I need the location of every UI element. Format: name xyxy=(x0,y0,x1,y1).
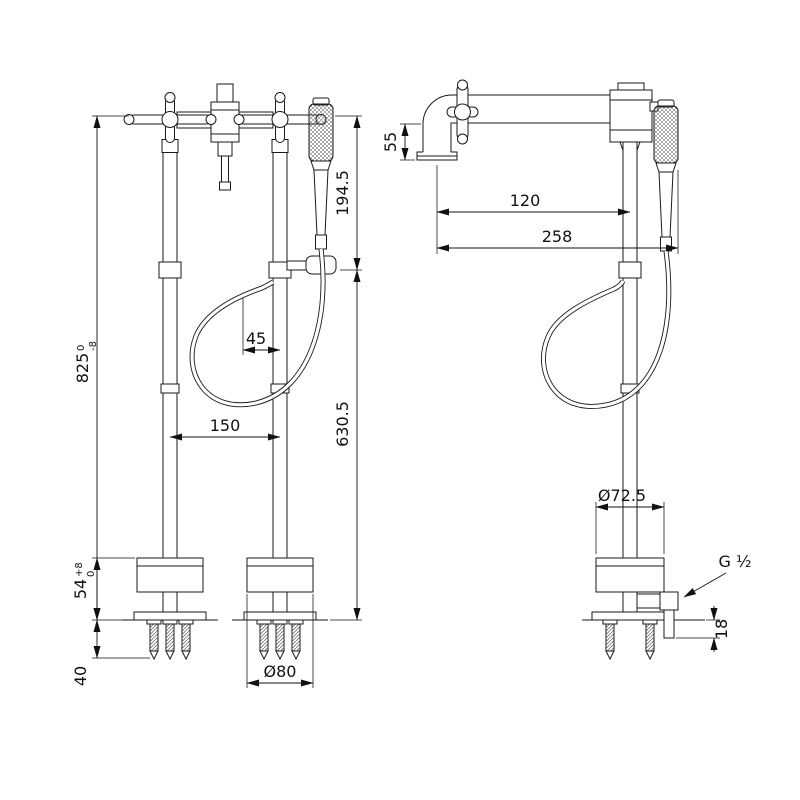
dim-overall-depth: 258 xyxy=(436,170,679,254)
inlet-duct xyxy=(636,593,664,609)
spout-inner-edge xyxy=(450,122,610,152)
dim-base-diameter-front: Ø80 xyxy=(246,594,314,688)
dim-floor-protrusion: 18 xyxy=(676,606,731,652)
dim-spout-drop: 55 xyxy=(381,123,421,161)
side-spout xyxy=(416,94,610,161)
left-handle xyxy=(123,92,217,153)
handshower-front xyxy=(308,97,334,250)
dim-tol-upper: +8 xyxy=(74,562,85,577)
dimensions: 825 0 -8 54 +8 0 40 xyxy=(71,115,752,688)
dim-value: 630.5 xyxy=(333,401,352,447)
spout-tube xyxy=(221,155,229,183)
dim-value: 55 xyxy=(381,132,400,152)
dim-riser-spacing: 150 xyxy=(169,416,281,441)
handshower-holder xyxy=(286,255,337,275)
pipe-coupling xyxy=(618,261,642,279)
dim-anchor-depth-label: 40 xyxy=(71,666,90,686)
pipe-mid xyxy=(272,277,288,385)
dim-upper-section: 194.5 xyxy=(333,115,362,271)
side-base xyxy=(582,557,705,639)
dim-value: 40 xyxy=(71,666,90,686)
pipe-upper xyxy=(622,141,638,263)
dim-spout-reach-label: 120 xyxy=(510,191,541,210)
spout-nozzle xyxy=(219,181,231,191)
dim-base-cover-height-label: 54 +8 0 xyxy=(71,562,97,599)
dim-value: 54 xyxy=(71,579,90,599)
spout-neck xyxy=(217,141,233,157)
pipe-coupling xyxy=(158,261,182,279)
pipe-upper xyxy=(272,150,288,263)
dim-base-diameter-front-label: Ø80 xyxy=(264,662,297,681)
side-column xyxy=(618,141,642,559)
dim-base-diameter-side: Ø72.5 xyxy=(595,486,665,554)
front-view xyxy=(121,83,337,660)
dim-hose-offset: 45 xyxy=(242,298,281,355)
shower-hose xyxy=(189,248,326,408)
pipe-mid xyxy=(622,277,638,385)
callout-inlet-thread-label: G ½ xyxy=(719,552,752,571)
handle-hub xyxy=(454,103,471,121)
dim-tol-lower: 0 xyxy=(86,571,97,577)
anchor-screw xyxy=(146,619,162,660)
hose-core xyxy=(542,250,671,409)
hose-core xyxy=(190,248,325,407)
dim-tol-lower: -8 xyxy=(88,341,99,351)
leader-line xyxy=(683,572,727,598)
side-view xyxy=(416,79,705,660)
inlet-elbow xyxy=(659,591,679,611)
callout-inlet-thread: G ½ xyxy=(683,552,752,598)
dim-anchor-depth: 40 xyxy=(71,619,150,686)
escutcheon xyxy=(595,557,665,593)
dim-value: 825 xyxy=(73,353,92,384)
pipe-lower xyxy=(162,392,178,559)
dim-base-diameter-side-label: Ø72.5 xyxy=(598,486,646,505)
dim-spout-drop-label: 55 xyxy=(381,132,400,152)
dim-floor-protrusion-label: 18 xyxy=(712,619,731,639)
dim-spout-reach: 120 xyxy=(436,165,631,254)
right-base xyxy=(231,557,329,621)
inlet-thread-stub xyxy=(663,609,675,639)
dim-base-cover-height: 54 +8 0 xyxy=(71,557,135,621)
dim-value: 194.5 xyxy=(333,170,352,216)
dim-overall-depth-label: 258 xyxy=(542,227,573,246)
top-port xyxy=(216,83,234,103)
hose-outline xyxy=(541,250,672,409)
anchor-screw xyxy=(272,619,288,660)
anchor-screw xyxy=(642,619,658,660)
mixer-body xyxy=(609,89,653,143)
base-plate xyxy=(591,611,669,621)
pipe-lower xyxy=(622,392,638,559)
handle-cap xyxy=(457,133,468,145)
dim-lower-section: 630.5 xyxy=(330,269,362,621)
anchor-screw xyxy=(602,619,618,660)
pipe-socket xyxy=(160,383,180,394)
anchor-screw xyxy=(178,619,194,660)
anchor-screw xyxy=(162,619,178,660)
hose-outline xyxy=(189,248,326,408)
right-riser xyxy=(268,150,292,559)
pipe-upper xyxy=(162,150,178,263)
dim-upper-section-label: 194.5 xyxy=(333,170,352,216)
anchor-screw xyxy=(288,619,304,660)
dim-value: 18 xyxy=(712,619,731,639)
dim-hose-offset-label: 45 xyxy=(246,329,266,348)
dim-overall-height: 825 0 -8 xyxy=(73,115,129,621)
handle-cap xyxy=(457,79,468,91)
left-base xyxy=(121,557,219,621)
pipe-mid xyxy=(162,277,178,385)
pipe-lower xyxy=(272,392,288,559)
pipe-stub xyxy=(622,591,638,613)
spout-outer-edge xyxy=(422,94,610,152)
side-handle xyxy=(446,79,479,145)
left-riser xyxy=(158,150,182,559)
anchor-screw xyxy=(256,619,272,660)
dim-lower-section-label: 630.5 xyxy=(333,401,352,447)
handshower-side xyxy=(653,99,679,252)
mixer-spout xyxy=(210,83,240,191)
dim-overall-height-label: 825 0 -8 xyxy=(73,341,99,383)
dim-riser-spacing-label: 150 xyxy=(210,416,241,435)
shower-hose xyxy=(541,250,672,409)
dim-tol-upper: 0 xyxy=(76,345,87,351)
